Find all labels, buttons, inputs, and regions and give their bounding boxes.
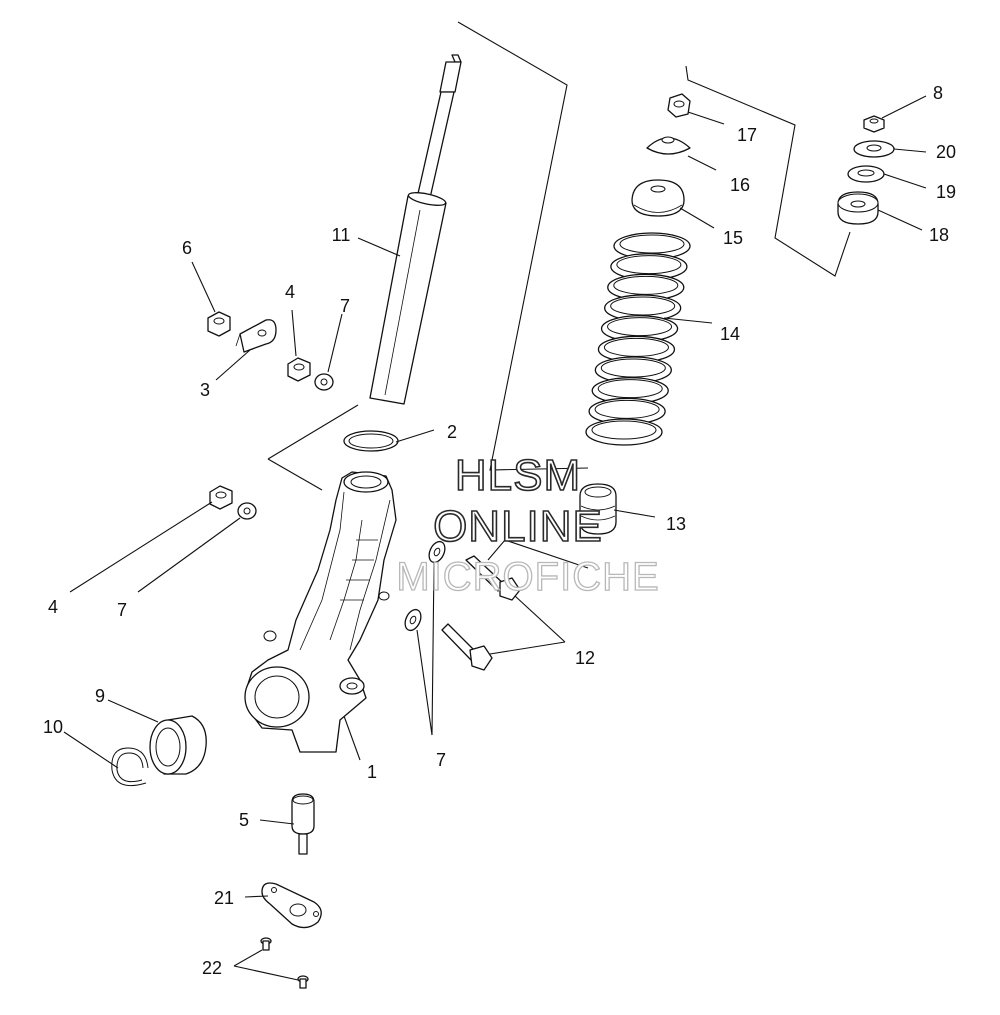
label-part-3: 3 <box>200 380 210 400</box>
steering-knuckle-drawing <box>244 471 397 753</box>
label-part-16: 16 <box>730 175 750 195</box>
label-part-15: 15 <box>723 228 743 248</box>
washer-7-lower-drawing <box>404 608 422 632</box>
label-part-7-right: 7 <box>436 750 446 770</box>
label-part-12: 12 <box>575 648 595 668</box>
spring-coil-inner <box>613 275 679 295</box>
label-part-4-upper: 4 <box>285 282 295 302</box>
washer-7-upper-drawing <box>428 540 446 564</box>
ball-joint-drawing <box>291 793 315 855</box>
spring-coil-inner <box>610 296 676 316</box>
watermark-line1: HLSM <box>455 451 581 500</box>
label-part-7-left: 7 <box>117 600 127 620</box>
spring-coil-inner <box>619 234 685 254</box>
plate-drawing <box>261 882 322 929</box>
part-labels: 1 2 3 4 4 5 6 7 7 7 8 9 10 11 12 13 14 1… <box>43 83 956 978</box>
nut-4-upper-drawing <box>287 357 311 382</box>
bearing-drawing <box>149 715 207 775</box>
shock-absorber-drawing <box>369 54 462 405</box>
nut-4-left-drawing <box>209 485 233 510</box>
watermark-line2: ONLINE <box>433 502 603 551</box>
washer-19-drawing <box>847 165 885 183</box>
mount-18-drawing <box>837 191 879 225</box>
label-part-22: 22 <box>202 958 222 978</box>
label-part-17: 17 <box>737 125 757 145</box>
spring-coil-inner <box>603 337 669 357</box>
snap-ring-drawing <box>111 747 149 787</box>
watermark: MICROFICHE HLSM ONLINE <box>396 450 660 599</box>
label-part-6: 6 <box>182 238 192 258</box>
spring-coil-inner <box>616 255 682 275</box>
bracket-3-drawing <box>235 319 277 353</box>
washer-7-left-drawing <box>237 502 257 520</box>
label-part-19: 19 <box>936 182 956 202</box>
watermark-line3: MICROFICHE <box>396 555 659 599</box>
bump-stop-drawing <box>579 483 617 535</box>
washer-7-top-drawing <box>314 373 334 391</box>
label-part-5: 5 <box>239 810 249 830</box>
spring-coil-inner <box>594 399 660 419</box>
label-part-9: 9 <box>95 686 105 706</box>
assembly-grouping-lines <box>267 21 851 569</box>
coil-spring-drawing <box>585 232 691 446</box>
label-part-14: 14 <box>720 324 740 344</box>
label-part-13: 13 <box>666 514 686 534</box>
spring-coil-inner <box>607 317 673 337</box>
label-part-10: 10 <box>43 717 63 737</box>
label-part-11: 11 <box>332 225 351 245</box>
label-part-18: 18 <box>929 225 949 245</box>
nut-6-drawing <box>207 311 231 337</box>
spring-coil-inner <box>591 420 657 440</box>
bolt-lower-drawing <box>441 623 493 671</box>
leader-lines <box>63 95 927 981</box>
spring-coil-inner <box>597 379 663 399</box>
nut-8-drawing <box>863 115 885 133</box>
cap-drawing <box>646 136 691 155</box>
label-part-8: 8 <box>933 83 943 103</box>
nut-17-drawing <box>667 93 691 118</box>
label-part-21: 21 <box>214 888 234 908</box>
spring-seat-drawing <box>631 179 685 217</box>
washer-20-drawing <box>853 140 895 158</box>
label-part-7-top: 7 <box>340 296 350 316</box>
screw-upper-drawing <box>260 937 272 951</box>
spring-coil-inner <box>600 358 666 378</box>
label-part-4-left: 4 <box>48 597 58 617</box>
o-ring-drawing <box>343 430 399 452</box>
screw-lower-drawing <box>297 975 309 989</box>
label-part-20: 20 <box>936 142 956 162</box>
label-part-1: 1 <box>367 762 377 782</box>
bolt-upper-drawing <box>465 555 521 601</box>
label-part-2: 2 <box>447 422 457 442</box>
